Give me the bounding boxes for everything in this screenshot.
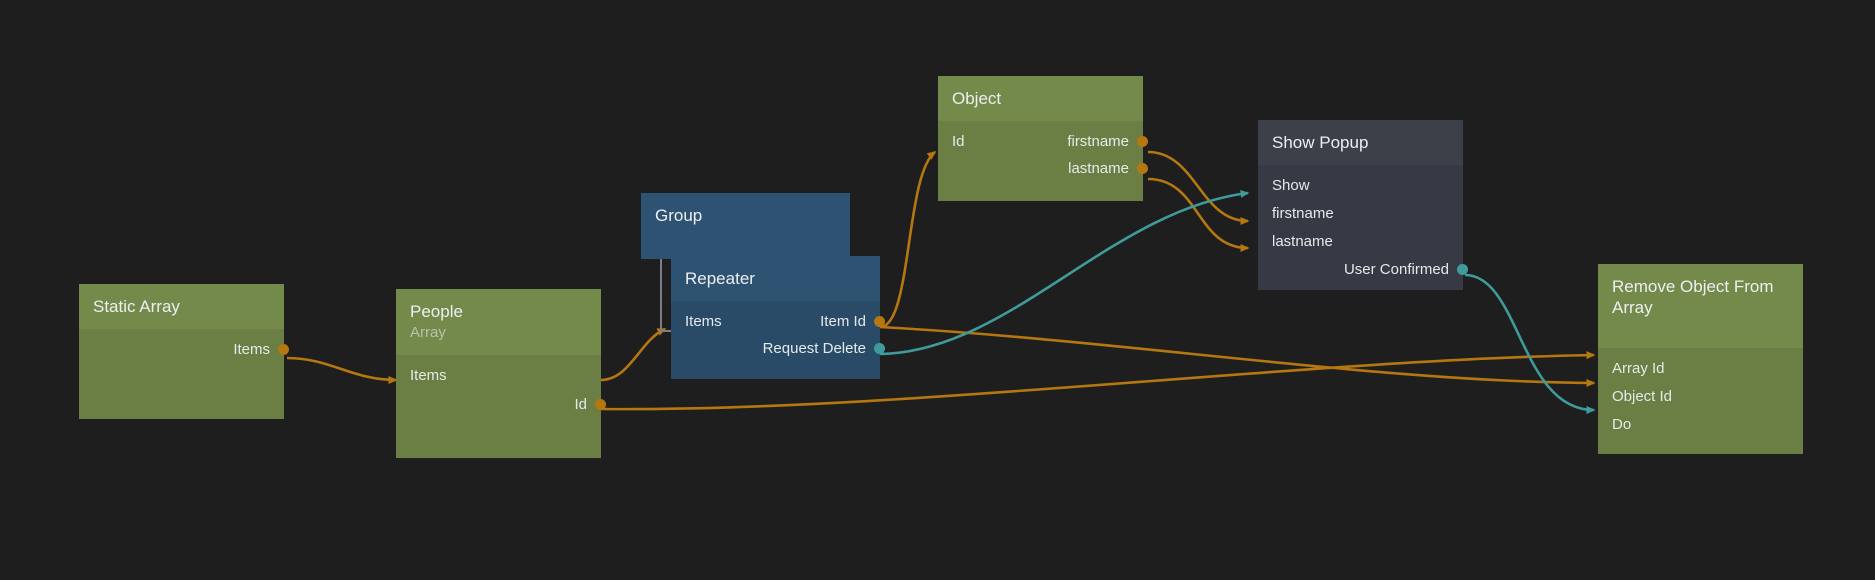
- node-group[interactable]: Group: [641, 193, 850, 259]
- node-object-header: Object: [938, 76, 1143, 121]
- port-object-id[interactable]: Id firstname: [938, 130, 1148, 153]
- node-repeater-header: Repeater: [671, 256, 880, 301]
- port-dot-icon[interactable]: [874, 316, 885, 327]
- port-remove-array-id[interactable]: Array Id: [1598, 357, 1803, 380]
- port-dot-icon[interactable]: [1137, 136, 1148, 147]
- edge-repeater-itemid-to-remove-objectid: [879, 325, 1596, 387]
- port-static-array-items[interactable]: Items: [79, 338, 289, 361]
- node-remove-object-title: Remove Object From Array: [1612, 277, 1774, 317]
- port-people-id[interactable]: Id: [396, 393, 606, 416]
- edge-people-to-repeater-items: [600, 327, 667, 382]
- port-repeater-items-label: Items: [685, 313, 722, 330]
- node-people-body: Items Id: [396, 355, 606, 458]
- node-show-popup-header: Show Popup: [1258, 120, 1463, 165]
- port-remove-object-id-label: Object Id: [1612, 388, 1673, 405]
- port-popup-firstname[interactable]: firstname: [1258, 202, 1463, 225]
- node-repeater-body: Items Item Id Request Delete: [671, 301, 885, 379]
- group-to-repeater-bracket: [660, 234, 680, 332]
- node-object[interactable]: Object Id firstname lastname: [938, 76, 1148, 201]
- port-repeater-items[interactable]: Items Item Id: [671, 310, 885, 333]
- port-dot-icon[interactable]: [278, 344, 289, 355]
- node-object-title: Object: [952, 89, 1002, 108]
- node-static-array-header: Static Array: [79, 284, 284, 329]
- port-dot-icon[interactable]: [874, 343, 885, 354]
- edge-repeater-requestdelete-to-popup-show: [879, 189, 1250, 356]
- node-show-popup[interactable]: Show Popup Show firstname lastname User …: [1258, 120, 1468, 290]
- port-repeater-request-delete[interactable]: Request Delete: [671, 337, 885, 360]
- port-object-lastname[interactable]: lastname: [938, 157, 1148, 180]
- port-dot-icon[interactable]: [595, 399, 606, 410]
- port-repeater-request-delete-label: Request Delete: [762, 340, 866, 357]
- port-dot-icon[interactable]: [1457, 264, 1468, 275]
- node-static-array-body: Items: [79, 329, 289, 419]
- port-popup-firstname-label: firstname: [1272, 205, 1334, 222]
- port-popup-show[interactable]: Show: [1258, 174, 1463, 197]
- port-object-firstname-label: firstname: [1067, 133, 1129, 150]
- node-static-array[interactable]: Static Array Items: [79, 284, 289, 419]
- port-popup-show-label: Show: [1272, 177, 1310, 194]
- port-remove-array-id-label: Array Id: [1612, 360, 1665, 377]
- port-static-array-items-label: Items: [233, 341, 270, 358]
- edge-static-array-items-to-people-items: [286, 356, 398, 384]
- node-repeater[interactable]: Repeater Items Item Id Request Delete: [671, 256, 885, 379]
- node-static-array-title: Static Array: [93, 297, 180, 316]
- port-people-id-label: Id: [574, 396, 587, 413]
- edge-object-lastname-to-popup-lastname: [1147, 177, 1250, 252]
- port-popup-user-confirmed-label: User Confirmed: [1343, 261, 1449, 278]
- node-people-header: People Array: [396, 289, 601, 355]
- node-group-title: Group: [655, 206, 703, 225]
- port-repeater-itemid-label: Item Id: [820, 313, 866, 330]
- port-object-firstname[interactable]: firstname: [1053, 130, 1148, 153]
- port-popup-lastname-label: lastname: [1272, 233, 1333, 250]
- node-show-popup-body: Show firstname lastname User Confirmed: [1258, 165, 1468, 290]
- port-remove-do[interactable]: Do: [1598, 413, 1803, 436]
- node-repeater-title: Repeater: [685, 269, 755, 288]
- edge-object-firstname-to-popup-firstname: [1147, 150, 1250, 225]
- node-people[interactable]: People Array Items Id: [396, 289, 606, 458]
- port-object-id-label: Id: [952, 133, 965, 150]
- node-remove-object-body: Array Id Object Id Do: [1598, 348, 1803, 454]
- node-remove-object-from-array[interactable]: Remove Object From Array Array Id Object…: [1598, 264, 1803, 454]
- port-dot-icon[interactable]: [1137, 163, 1148, 174]
- port-repeater-itemid[interactable]: Item Id: [806, 310, 885, 333]
- node-show-popup-title: Show Popup: [1272, 133, 1369, 152]
- node-people-subtitle: Array: [410, 324, 446, 341]
- node-people-title: People: [410, 302, 463, 321]
- node-group-header: Group: [641, 193, 850, 259]
- port-object-lastname-label: lastname: [1068, 160, 1129, 177]
- port-popup-user-confirmed[interactable]: User Confirmed: [1258, 258, 1468, 281]
- port-people-items-label: Items: [410, 367, 447, 384]
- port-remove-object-id[interactable]: Object Id: [1598, 385, 1803, 408]
- edge-popup-userconfirmed-to-remove-do: [1464, 273, 1596, 414]
- port-popup-lastname[interactable]: lastname: [1258, 230, 1463, 253]
- edge-repeater-itemid-to-object-id: [879, 150, 937, 329]
- node-object-body: Id firstname lastname: [938, 121, 1148, 201]
- port-remove-do-label: Do: [1612, 416, 1632, 433]
- node-remove-object-header: Remove Object From Array: [1598, 264, 1803, 348]
- port-people-items[interactable]: Items: [396, 364, 601, 387]
